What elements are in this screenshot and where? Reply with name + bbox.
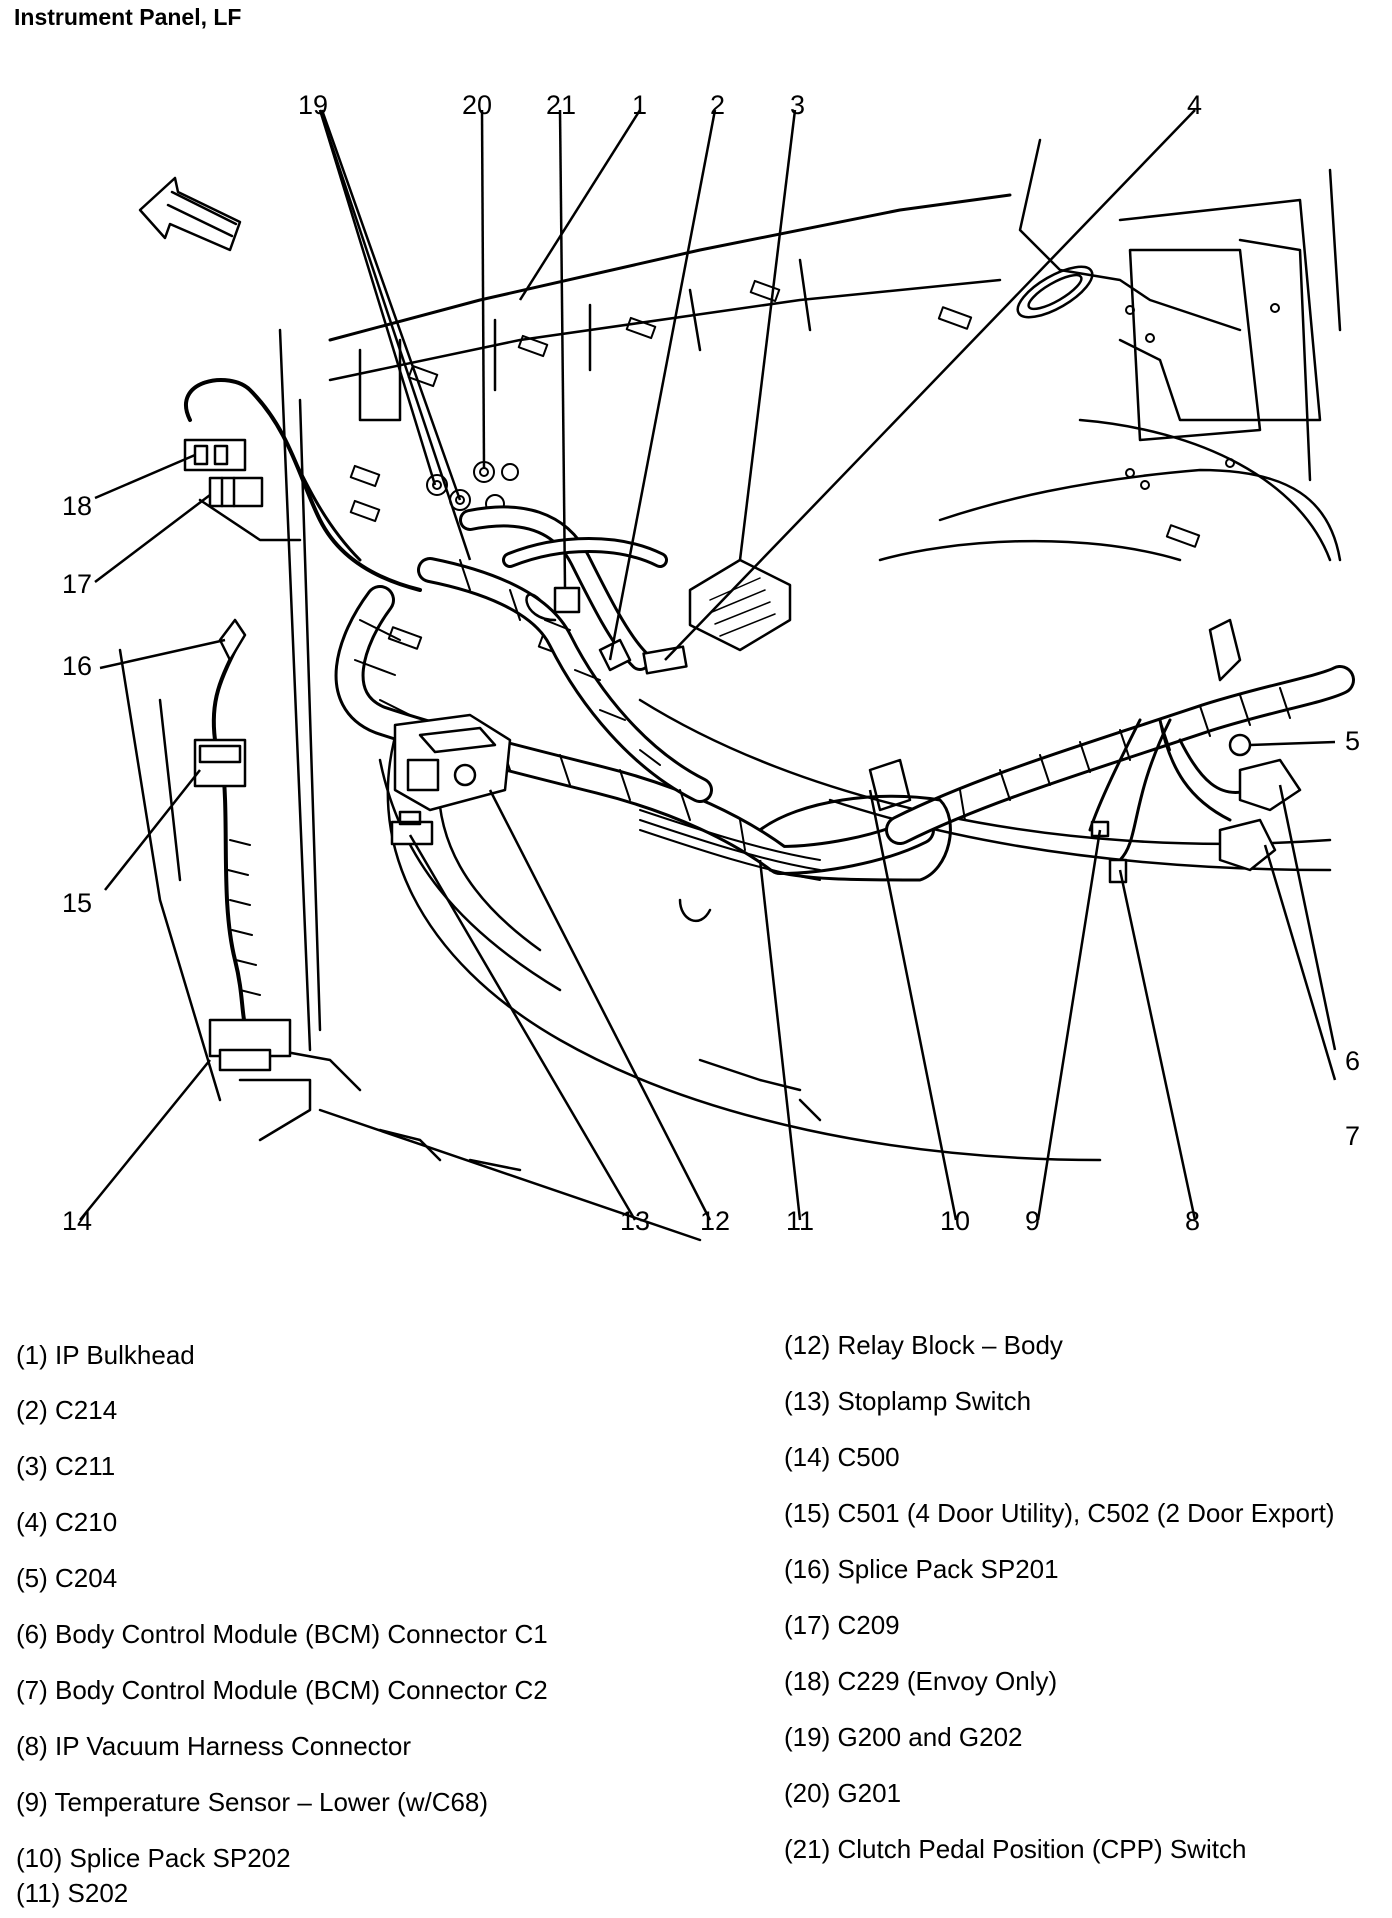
callout-19: 19	[298, 90, 328, 120]
callout-8: 8	[1185, 1206, 1200, 1236]
legend-item: (18) C229 (Envoy Only)	[784, 1666, 1058, 1696]
callout-18: 18	[62, 491, 92, 521]
callout-numbers: 19 20 21 1 2 3 4 5 6 7 8 9 10 11 12 13 1…	[62, 90, 1360, 1236]
callout-4: 4	[1187, 90, 1202, 120]
legend-item: (21) Clutch Pedal Position (CPP) Switch	[784, 1834, 1247, 1864]
connector-15	[193, 738, 247, 788]
callout-21: 21	[546, 90, 576, 120]
legend-item: (6) Body Control Module (BCM) Connector …	[16, 1619, 548, 1649]
legend-item: (10) Splice Pack SP202	[16, 1843, 291, 1873]
callout-15: 15	[62, 888, 92, 918]
legend-item: (2) C214	[16, 1395, 118, 1425]
relay-block-body	[393, 713, 512, 812]
legend-item: (16) Splice Pack SP201	[784, 1554, 1059, 1584]
legend-item: (13) Stoplamp Switch	[784, 1386, 1032, 1416]
legend-item: (14) C500	[784, 1442, 900, 1472]
cable-end	[678, 898, 712, 922]
legend-item: (9) Temperature Sensor – Lower (w/C68)	[16, 1787, 489, 1817]
legend-item: (15) C501 (4 Door Utility), C502 (2 Door…	[784, 1498, 1335, 1528]
vacuum-connector	[1108, 858, 1128, 884]
callout-6: 6	[1345, 1046, 1360, 1076]
instrument-panel-diagram: 19 20 21 1 2 3 4 5 6 7 8 9 10 11 12 13 1…	[62, 90, 1360, 1242]
callout-12: 12	[700, 1206, 730, 1236]
legend-item: (19) G200 and G202	[784, 1722, 1023, 1752]
connector-14	[208, 1018, 292, 1072]
connector-17	[208, 476, 264, 508]
stoplamp-switch	[390, 810, 434, 846]
legend-item: (4) C210	[16, 1507, 118, 1537]
callout-7: 7	[1345, 1121, 1360, 1151]
callout-13: 13	[620, 1206, 650, 1236]
dash-structure	[118, 138, 1342, 1242]
callout-5: 5	[1345, 726, 1360, 756]
leader-lines	[79, 109, 1337, 1221]
legend-item: (11) S202	[16, 1878, 129, 1908]
legend-item: (7) Body Control Module (BCM) Connector …	[16, 1675, 548, 1705]
callout-2: 2	[710, 90, 725, 120]
legend-item: (5) C204	[16, 1563, 118, 1593]
legend-item: (20) G201	[784, 1778, 902, 1808]
callout-14: 14	[62, 1206, 92, 1236]
legend-item: (3) C211	[16, 1451, 116, 1481]
legend-item: (1) IP Bulkhead	[16, 1340, 195, 1370]
callout-10: 10	[940, 1206, 970, 1236]
callout-17: 17	[62, 569, 92, 599]
callout-20: 20	[462, 90, 492, 120]
connector-c211	[688, 558, 792, 652]
callout-11: 11	[786, 1206, 814, 1236]
callout-16: 16	[62, 651, 92, 681]
legend-item: (12) Relay Block – Body	[784, 1330, 1063, 1360]
main-wire-harness	[184, 378, 1355, 1042]
cpp-switch	[525, 586, 581, 622]
connector-c204	[1228, 733, 1252, 757]
splice-pack-sp201	[218, 618, 247, 662]
page-title: Instrument Panel, LF	[14, 4, 242, 30]
callout-9: 9	[1025, 1206, 1040, 1236]
callout-1: 1	[632, 90, 647, 120]
callout-3: 3	[790, 90, 805, 120]
legend-item: (8) IP Vacuum Harness Connector	[16, 1731, 411, 1761]
legend-item: (17) C209	[784, 1610, 900, 1640]
direction-arrow-icon	[138, 176, 242, 252]
bcm-connector-c2	[1218, 818, 1277, 872]
bcm-connector-c1	[1238, 758, 1302, 812]
